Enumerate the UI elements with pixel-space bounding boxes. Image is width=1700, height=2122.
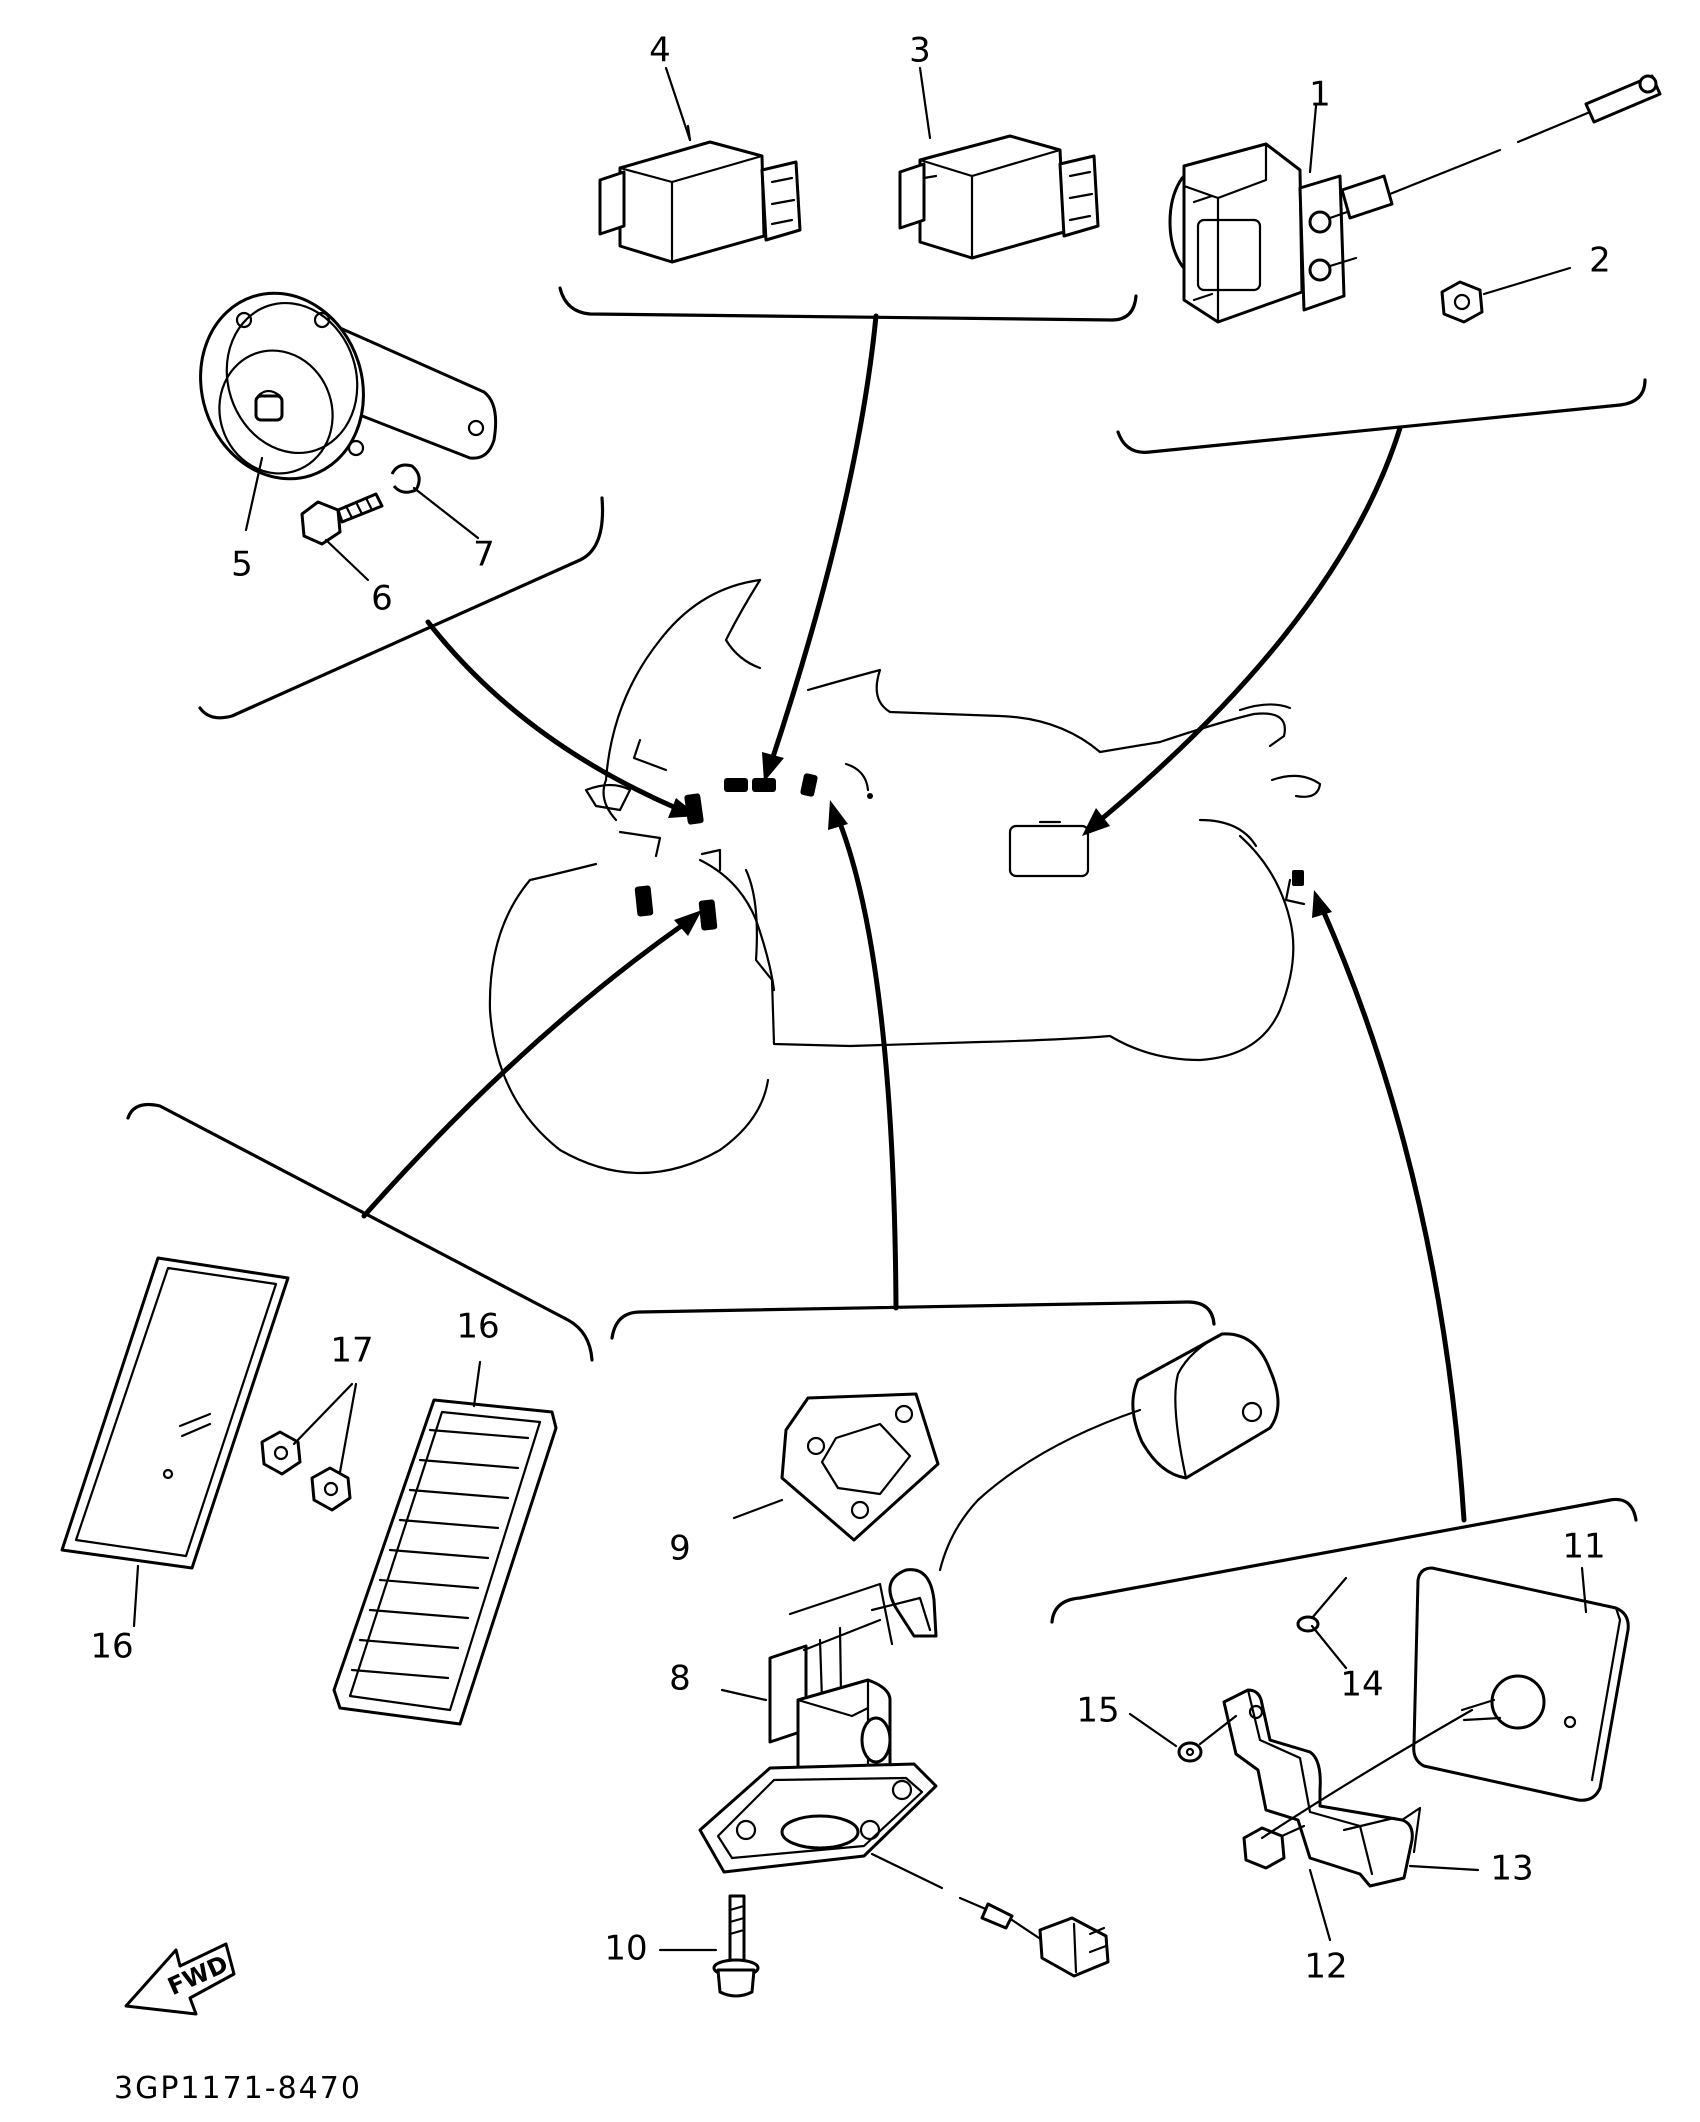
fuel-pump-bolt (712, 1894, 760, 1998)
license-light-washer (1177, 1714, 1238, 1763)
callout-8: 8 (669, 1659, 691, 1699)
callout-13: 13 (1490, 1849, 1533, 1889)
motorcycle-outline (488, 578, 1322, 1175)
license-light-screw (1296, 1576, 1348, 1633)
fuel-pump-assembly (698, 1332, 1280, 1978)
callout-16-right: 16 (456, 1307, 499, 1347)
license-light (1412, 1566, 1630, 1802)
callout-14: 14 (1340, 1665, 1383, 1705)
license-light-bracket (1222, 1688, 1422, 1888)
callout-4: 4 (649, 31, 671, 71)
forward-arrow: FWD (124, 1942, 236, 2016)
callout-5: 5 (231, 545, 253, 585)
horn (199, 291, 498, 481)
gasket (780, 1392, 940, 1542)
callout-6: 6 (371, 579, 393, 619)
relay-unit-3 (898, 134, 1100, 260)
nut (1440, 280, 1484, 324)
starter-relay (1168, 74, 1662, 324)
bracket-starter-relay (1116, 378, 1647, 454)
leader-horn (425, 619, 679, 811)
callout-16-left: 16 (90, 1627, 133, 1667)
callout-10: 10 (604, 1929, 647, 1969)
license-light-nut (1242, 1824, 1306, 1870)
leader-license-light (1319, 905, 1467, 1523)
callout-7: 7 (473, 535, 495, 575)
bracket-relays (558, 286, 1138, 322)
horn-bolt (300, 492, 384, 546)
callout-2: 2 (1589, 241, 1611, 281)
diagram-code: 3GP1171-8470 (114, 2071, 362, 2106)
callout-11: 11 (1562, 1527, 1605, 1567)
leader-relays (769, 313, 879, 763)
callout-9: 9 (669, 1529, 691, 1569)
lock-washer (390, 463, 421, 494)
callout-17: 17 (330, 1331, 373, 1371)
bracket-horn (198, 496, 605, 720)
leader-fuel-pump (835, 815, 899, 1311)
bracket-license-light (1050, 1497, 1638, 1624)
leader-reflectors (361, 921, 687, 1219)
callout-1: 1 (1309, 75, 1331, 115)
bracket-fuel-pump (610, 1300, 1216, 1340)
reflector-right (332, 1398, 558, 1726)
reflector-left (60, 1256, 290, 1570)
callout-3: 3 (909, 31, 931, 71)
callout-12: 12 (1304, 1947, 1347, 1987)
relay-unit-4 (598, 124, 802, 264)
callout-15: 15 (1076, 1691, 1119, 1731)
reflector-nuts (260, 1430, 352, 1512)
leader-starter-relay (1095, 425, 1403, 825)
